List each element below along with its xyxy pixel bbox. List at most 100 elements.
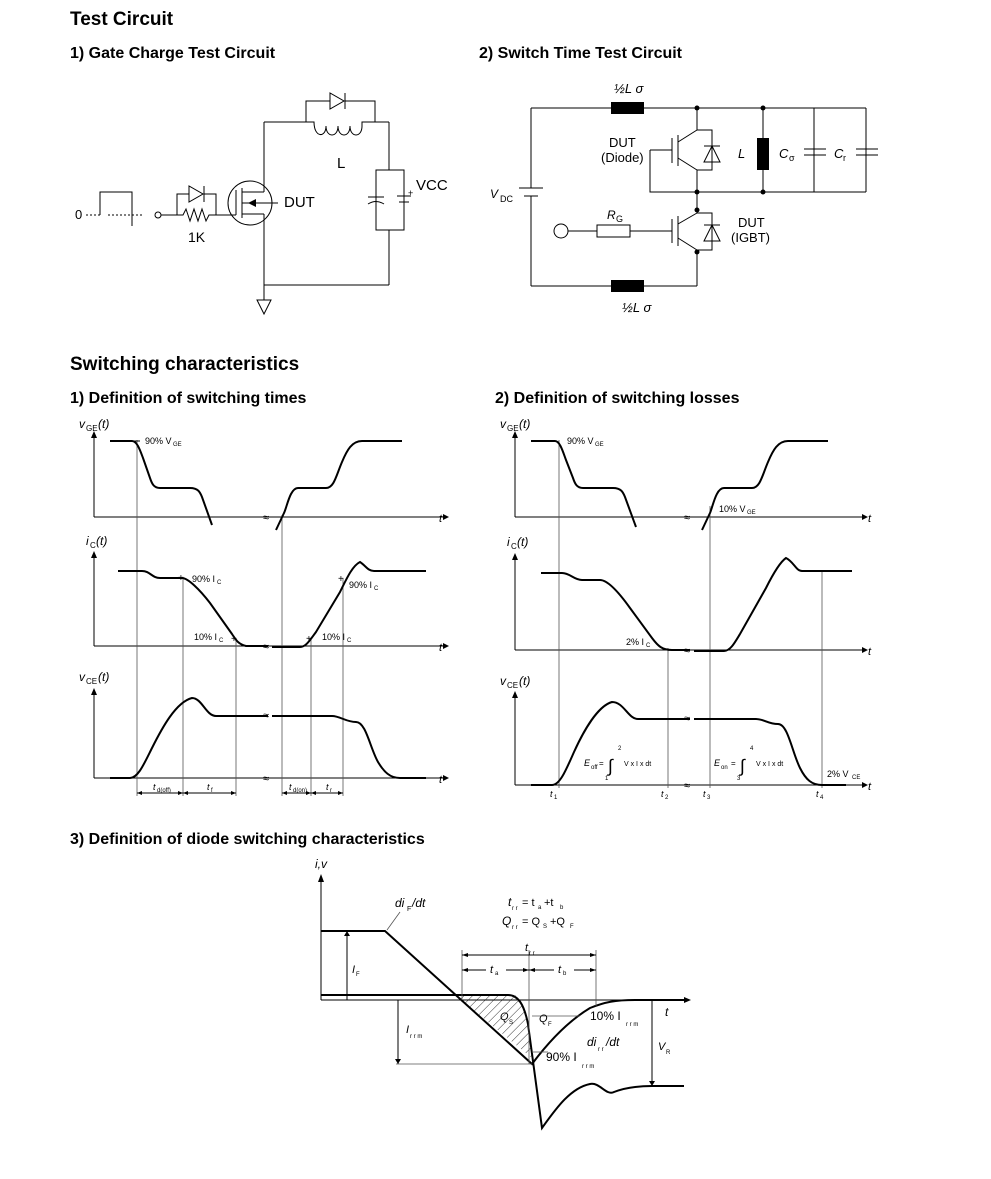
svg-text:CE: CE	[86, 677, 97, 686]
svg-text:C: C	[219, 638, 224, 644]
eoff-label: E	[584, 758, 591, 768]
svg-text:GE: GE	[507, 424, 519, 433]
svg-text:t: t	[661, 789, 664, 799]
svg-text:v: v	[500, 674, 507, 688]
vce-waveform-fall	[272, 715, 426, 779]
loss-vge-waveform-rise	[701, 440, 828, 531]
dut-diode-label-2: (Diode)	[601, 150, 644, 165]
svg-text:CE: CE	[507, 681, 518, 690]
diode-voltage-waveform	[321, 994, 684, 1131]
svg-text:3: 3	[707, 795, 711, 801]
svg-text:R: R	[666, 1050, 671, 1056]
svg-text:2% V: 2% V	[827, 769, 849, 779]
svg-text:90% I: 90% I	[192, 574, 215, 584]
loss-vce-waveform-fall	[694, 718, 846, 786]
svg-text:10% I: 10% I	[194, 632, 217, 642]
lower-diode	[703, 223, 721, 242]
irrm-label: I	[406, 1024, 409, 1036]
svg-text:4: 4	[820, 795, 824, 801]
svg-text:90% V: 90% V	[145, 436, 172, 446]
upper-diode	[703, 144, 721, 163]
svg-text:= t: = t	[522, 897, 535, 909]
c-sigma-label: C	[779, 146, 789, 161]
gate-resistor-rg	[596, 224, 631, 238]
svg-text:4: 4	[750, 746, 754, 752]
svg-text:(t): (t)	[98, 670, 109, 684]
ic-waveform-rise	[272, 560, 426, 648]
svg-text:t: t	[550, 789, 553, 799]
svg-text:(t): (t)	[98, 417, 109, 431]
svg-text:r r: r r	[512, 906, 518, 912]
svg-text:GE: GE	[173, 442, 182, 448]
dut-label: DUT	[284, 194, 315, 211]
load-inductor	[757, 138, 769, 170]
section-title-test-circuit: Test Circuit	[70, 9, 174, 30]
switching-times-plot: v GE (t) i C (t) v CE (t) t t t ≈ ≈ ≈ ≈ …	[79, 417, 449, 796]
svg-text:(t): (t)	[96, 534, 107, 548]
dut-igbt-label: DUT	[738, 215, 765, 230]
svg-text:GE: GE	[595, 442, 604, 448]
subtitle-switch-time: 2) Switch Time Test Circuit	[479, 45, 683, 62]
eon-integrand: V x I x dt	[756, 761, 783, 768]
c-r-label: C	[834, 146, 844, 161]
svg-text:=: =	[731, 759, 736, 768]
svg-text:t: t	[665, 1005, 669, 1019]
svg-text:C: C	[347, 638, 352, 644]
gate-charge-circuit: 0 1K DUT L	[75, 92, 448, 316]
svg-text:d(on): d(on)	[293, 788, 307, 794]
vdc-label: V	[490, 187, 499, 201]
svg-text:t: t	[868, 646, 872, 658]
svg-text:GE: GE	[747, 510, 756, 516]
svg-text:C: C	[90, 541, 96, 550]
trr-equation: t	[508, 895, 512, 909]
gate-resistor	[177, 207, 216, 223]
svg-text:off: off	[591, 765, 598, 771]
svg-text:t: t	[868, 513, 872, 525]
dut-igbt-label-2: (IGBT)	[731, 230, 770, 245]
gate-diode	[188, 185, 205, 203]
l-sigma-bottom-label: ½L σ	[622, 300, 652, 315]
svg-text:F: F	[407, 906, 411, 913]
svg-text:1: 1	[605, 776, 609, 782]
tdoff-label: t	[153, 782, 156, 792]
switching-losses-plot: v GE (t) i C (t) v CE (t) t t t ≈ ≈ ≈ ≈ …	[500, 417, 872, 801]
svg-text:+: +	[178, 573, 184, 584]
svg-text:F: F	[570, 924, 574, 930]
svg-text:on: on	[721, 765, 728, 771]
svg-text:f: f	[211, 788, 213, 794]
loss-vge-waveform	[531, 440, 637, 528]
svg-text:+: +	[231, 634, 237, 645]
svg-text:2% I: 2% I	[626, 637, 644, 647]
svg-text:σ: σ	[789, 153, 795, 163]
ta-label: t	[490, 964, 494, 976]
svg-text:GE: GE	[86, 424, 98, 433]
vr-label: V	[658, 1041, 667, 1053]
subtitle-switching-losses: 2) Definition of switching losses	[495, 390, 740, 407]
gate-drive-terminal	[553, 223, 569, 239]
vge-waveform	[110, 440, 213, 526]
svg-text:/dt: /dt	[411, 896, 426, 910]
dirr-dt-label: di	[587, 1035, 597, 1049]
svg-text:v: v	[500, 417, 507, 431]
svg-text:/dt: /dt	[605, 1035, 620, 1049]
resistor-label: 1K	[188, 229, 206, 245]
svg-text:t: t	[439, 774, 443, 786]
svg-text:3: 3	[737, 776, 741, 782]
eoff-integrand: V x I x dt	[624, 761, 651, 768]
svg-text:F: F	[356, 972, 360, 978]
tf-label: t	[207, 782, 210, 792]
vce-waveform	[110, 696, 268, 779]
svg-text:C: C	[511, 542, 517, 551]
iv-axis-label: i,v	[315, 857, 328, 871]
svg-text:90% I: 90% I	[349, 580, 372, 590]
svg-text:d(off): d(off)	[157, 788, 171, 794]
svg-text:b: b	[563, 971, 567, 977]
svg-text:CE: CE	[852, 775, 860, 781]
stray-inductance-top	[611, 102, 644, 114]
vge-axis-label: v	[79, 417, 86, 431]
inductor-label: L	[337, 155, 345, 172]
loss-vce-waveform	[531, 700, 690, 786]
freewheel-diode	[329, 92, 346, 110]
svg-text:r: r	[843, 153, 846, 163]
